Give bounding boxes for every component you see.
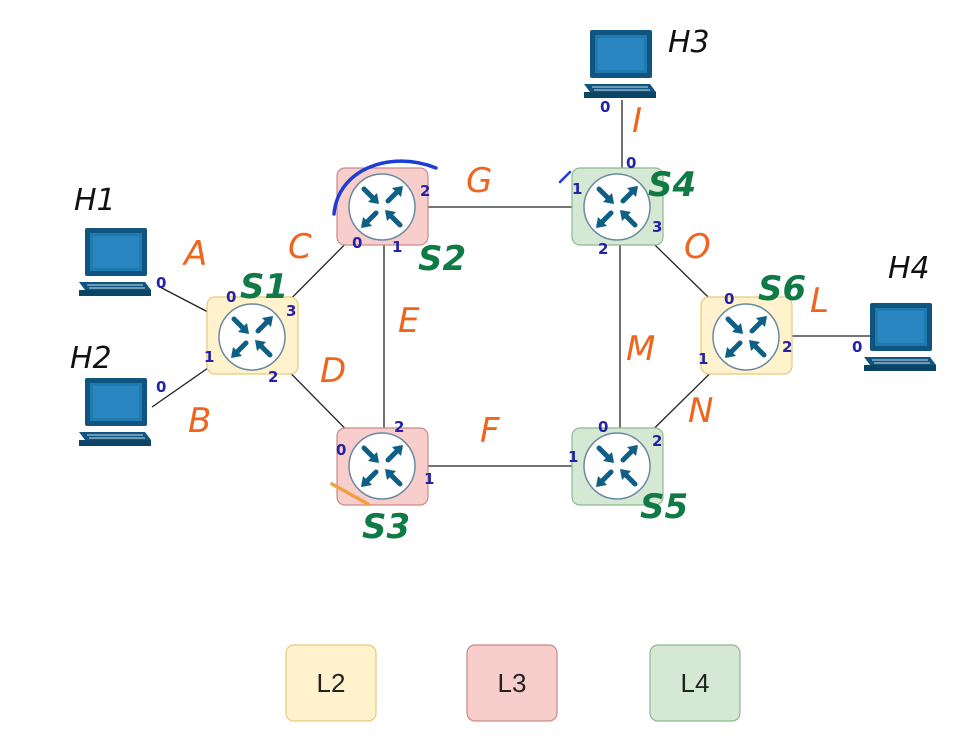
host-label-h4: H4 <box>888 251 930 286</box>
segment-label-g: G <box>466 161 492 201</box>
port-label: 1 <box>424 470 434 488</box>
computer-icon[interactable] <box>863 302 937 372</box>
port-label: 0 <box>336 441 346 459</box>
switch-label-s6: S6 <box>758 269 806 309</box>
segment-label-l: L <box>810 281 829 321</box>
segment-label-n: N <box>688 391 713 431</box>
port-label: 3 <box>286 302 296 320</box>
port-label: 1 <box>572 180 582 198</box>
legend-l2-label: L2 <box>317 668 346 698</box>
port-label: 3 <box>652 218 662 236</box>
port-label: 0 <box>156 274 166 292</box>
pen-stroke-mark <box>332 159 438 216</box>
pen-stroke-mark <box>558 170 572 184</box>
segment-label-f: F <box>480 411 500 451</box>
port-label: 0 <box>598 418 608 436</box>
port-label: 0 <box>852 338 862 356</box>
router-icon[interactable] <box>584 174 650 240</box>
computer-icon[interactable] <box>78 377 152 447</box>
switch-label-s2: S2 <box>418 239 466 279</box>
legend-l4-box <box>649 644 741 722</box>
host-label-h3: H3 <box>668 25 710 60</box>
legend: L2 L3 L4 <box>285 644 741 722</box>
router-icon[interactable] <box>349 174 415 240</box>
router-icon[interactable] <box>349 433 415 499</box>
segment-label-i: I <box>632 101 642 141</box>
legend-l3-label: L3 <box>498 668 527 698</box>
segment-label-m: M <box>626 329 655 369</box>
segment-label-d: D <box>320 351 346 391</box>
port-label: 0 <box>156 378 166 396</box>
segment-label-b: B <box>188 401 211 441</box>
switch-label-s3: S3 <box>362 507 410 547</box>
port-label: 0 <box>600 98 610 116</box>
host-label-h1: H1 <box>74 183 116 218</box>
switch-label-s5: S5 <box>640 487 688 527</box>
port-label: 2 <box>652 432 662 450</box>
port-label: 0 <box>626 154 636 172</box>
segment-label-a: A <box>182 234 207 274</box>
port-label: 2 <box>268 368 278 386</box>
router-icon[interactable] <box>713 304 779 370</box>
legend-l4-label: L4 <box>681 668 710 698</box>
port-label: 1 <box>392 238 402 256</box>
computer-icon[interactable] <box>78 227 152 297</box>
legend-l2-box <box>285 644 377 722</box>
segment-label-c: C <box>288 227 312 267</box>
segment-label-o: O <box>684 227 711 267</box>
port-label: 2 <box>420 182 430 200</box>
router-icon[interactable] <box>219 304 285 370</box>
computer-icon[interactable] <box>583 29 657 99</box>
port-label: 2 <box>394 418 404 436</box>
port-label: 0 <box>352 234 362 252</box>
host-label-h2: H2 <box>70 341 112 376</box>
port-label: 1 <box>568 448 578 466</box>
port-label: 0 <box>724 290 734 308</box>
port-label: 2 <box>782 338 792 356</box>
switch-label-s1: S1 <box>240 267 288 307</box>
legend-l3-box <box>466 644 558 722</box>
port-label: 0 <box>226 288 236 306</box>
port-label: 2 <box>598 240 608 258</box>
segment-label-e: E <box>398 301 420 341</box>
port-label: 1 <box>204 348 214 366</box>
pen-stroke-mark <box>330 482 370 506</box>
switch-label-s4: S4 <box>648 165 696 205</box>
port-label: 1 <box>698 350 708 368</box>
